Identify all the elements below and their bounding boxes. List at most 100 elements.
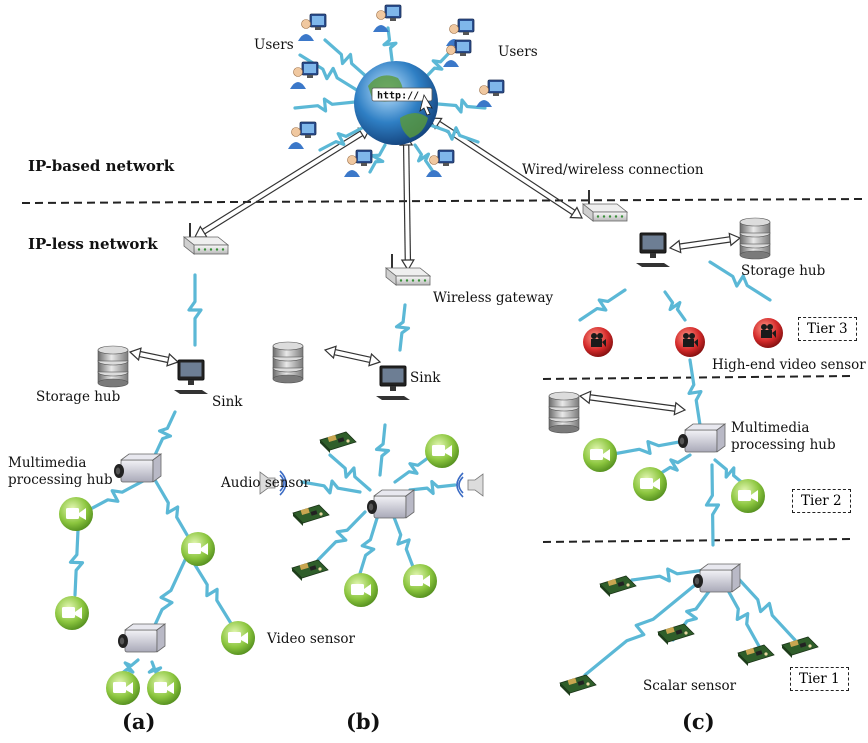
scalar-sensor-board-icon <box>291 559 329 581</box>
wireless-link <box>413 143 434 172</box>
ip-based-network-label: IP-based network <box>28 157 175 175</box>
user-computer-icon <box>344 149 373 177</box>
wireless-link <box>656 453 692 477</box>
multimedia-hub-camera-icon <box>118 623 167 653</box>
scalar-sensor-board-icon <box>781 636 819 658</box>
wireless-link <box>374 423 391 477</box>
scalar-sensor-board-icon <box>292 504 330 526</box>
wired-connection-arrow <box>128 347 180 367</box>
tier3-tier2-line <box>542 375 853 380</box>
video-sensor-icon <box>344 573 378 607</box>
wired-connection-arrow <box>578 390 687 416</box>
user-computer-icon <box>373 4 402 32</box>
wireless-link <box>583 583 697 677</box>
video-sensor-icon <box>425 434 459 468</box>
wireless-link <box>68 528 85 597</box>
tier-2-box: Tier 2 <box>792 489 851 513</box>
user-computer-icon <box>443 39 472 67</box>
wireless-link <box>293 97 357 113</box>
url-text: http:// <box>377 91 419 102</box>
sink-computer-icon <box>174 359 208 394</box>
wireless-link <box>428 123 480 144</box>
wireless-link <box>733 573 797 642</box>
wireless-router-icon <box>182 223 230 255</box>
scalar-sensor-board-icon <box>319 431 357 453</box>
audio-sensor-speaker-icon <box>456 472 484 498</box>
wireless-link <box>408 479 457 496</box>
ip-boundary-line <box>21 198 867 204</box>
sink-computer-icon <box>376 365 410 400</box>
wireless-link <box>394 303 411 352</box>
tier2-tier1-line <box>542 538 853 543</box>
wireless-link <box>390 510 417 574</box>
multimedia-hub-label-c-line2: processing hub <box>731 437 836 453</box>
scalar-sensor-board-icon <box>599 575 637 597</box>
wireless-link <box>147 660 163 680</box>
storage-hub-icon <box>548 391 580 434</box>
wireless-link <box>153 478 192 542</box>
wireless-link <box>630 567 707 583</box>
high-end-video-sensor-icon <box>675 327 705 357</box>
video-sensor-icon <box>55 596 89 630</box>
panel-label-a: (a) <box>122 709 156 734</box>
tier-1-box: Tier 1 <box>790 667 849 691</box>
high-end-video-sensor-icon <box>583 327 613 357</box>
wired-connection-arrow <box>323 345 382 367</box>
multimedia-hub-camera-icon <box>367 489 416 519</box>
scalar-sensor-board-icon <box>657 623 695 645</box>
wireless-link <box>323 38 370 80</box>
tier-3-box: Tier 3 <box>798 317 857 341</box>
video-sensor-icon <box>106 671 140 705</box>
storage-hub-label-a: Storage hub <box>36 389 121 405</box>
users-label-right: Users <box>498 44 538 60</box>
user-computer-icon <box>298 13 327 41</box>
wireless-link <box>83 478 147 514</box>
wireless-link <box>382 26 398 62</box>
video-sensor-label: Video sensor <box>267 631 356 647</box>
wired-connection-arrow <box>399 133 415 272</box>
multimedia-hub-label-c-line1: Multimedia <box>731 420 810 436</box>
panel-label-c: (c) <box>682 709 715 734</box>
wireless-link <box>316 510 367 562</box>
wireless-link <box>118 658 140 677</box>
wireless-link <box>298 53 362 94</box>
audio-sensor-speaker-icon <box>259 470 287 496</box>
multimedia-hub-camera-icon <box>114 453 163 483</box>
video-sensor-icon <box>633 467 667 501</box>
multimedia-hub-label-a-line1: Multimedia <box>8 455 87 471</box>
video-sensor-icon <box>403 564 437 598</box>
video-sensor-icon <box>221 621 255 655</box>
panel-label-b: (b) <box>346 709 381 734</box>
wireless-link <box>423 50 452 80</box>
wireless-link <box>153 410 177 457</box>
wireless-link <box>300 479 362 495</box>
device-icons <box>55 4 819 705</box>
multimedia-hub-label-a-line2: processing hub <box>8 472 113 488</box>
wireless-link <box>708 260 772 302</box>
sink-label-b: Sink <box>410 370 441 386</box>
wireless-link <box>606 438 692 457</box>
scalar-sensor-label: Scalar sensor <box>643 678 737 694</box>
user-computer-icon <box>476 79 505 107</box>
wireless-link <box>368 143 387 174</box>
user-computer-icon <box>290 61 319 89</box>
high-end-video-sensor-label: High-end video sensor <box>712 357 866 373</box>
user-computer-icon <box>426 149 455 177</box>
storage-hub-icon <box>97 345 129 388</box>
audio-sensor-label: Audio sensor <box>221 475 310 491</box>
user-computer-icon <box>288 121 317 149</box>
scalar-sensor-board-icon <box>737 644 775 666</box>
video-sensor-icon <box>59 497 93 531</box>
wireless-link <box>704 463 721 547</box>
wireless-link <box>713 458 747 487</box>
wireless-link <box>578 288 627 322</box>
wireless-link <box>328 453 372 492</box>
wireless-router-icon <box>384 254 432 286</box>
storage-hub-icon <box>272 341 304 384</box>
internet-globe-icon: http:// <box>354 61 438 145</box>
video-sensor-icon <box>181 532 215 566</box>
wired-connection-arrow <box>668 232 742 254</box>
storage-hub-label-c: Storage hub <box>741 263 826 279</box>
